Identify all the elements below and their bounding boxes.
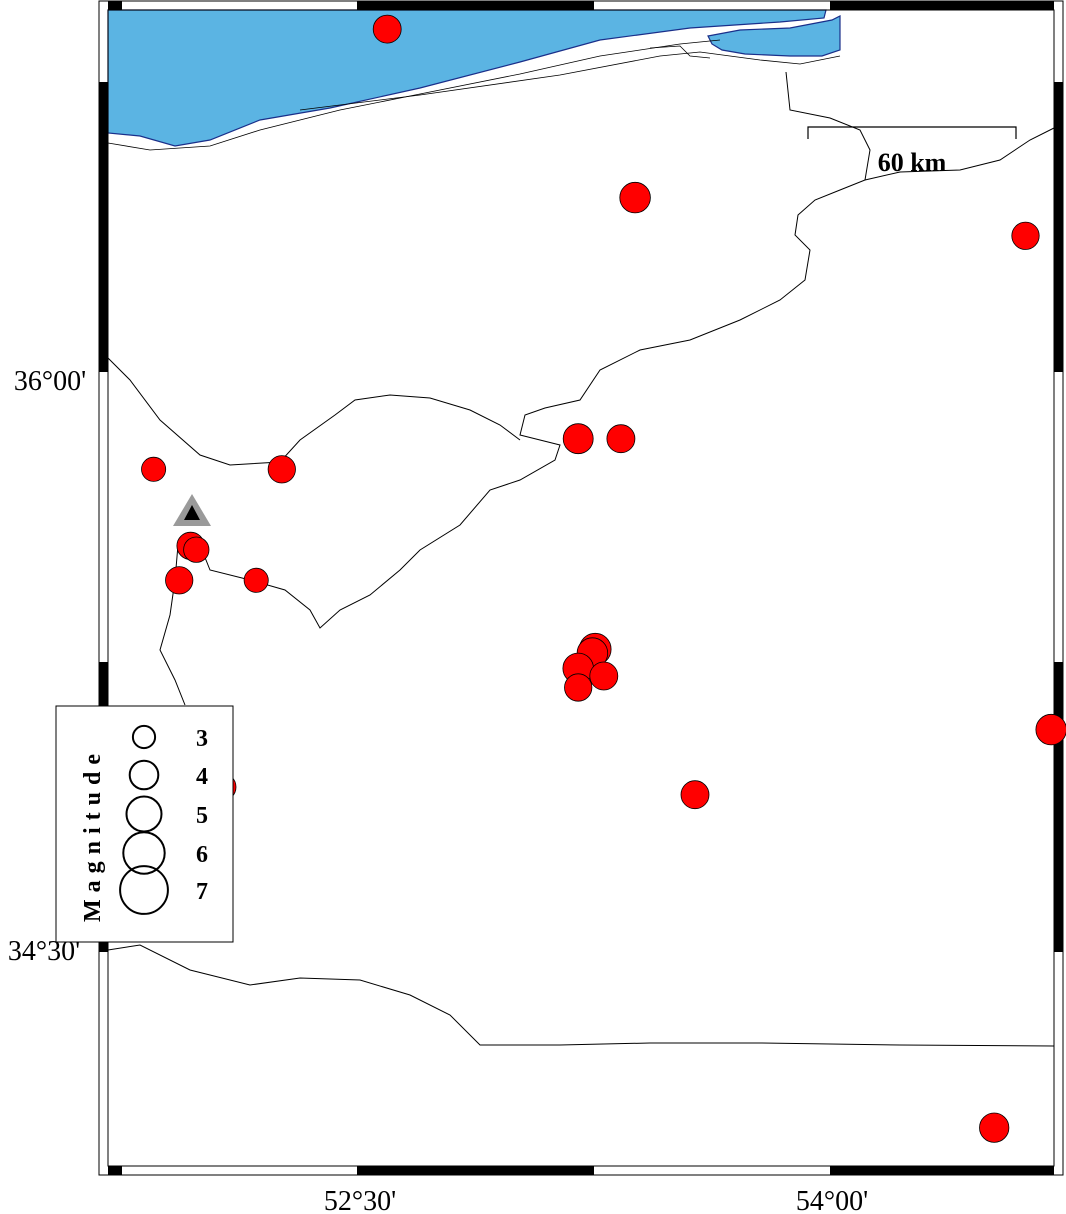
- legend-items: 3 4 5 6 7: [119, 724, 208, 915]
- scale-bar-label: 60 km: [878, 148, 947, 177]
- earthquake-event: [1035, 713, 1066, 746]
- earthquake-event: [165, 566, 194, 595]
- earthquake-event: [619, 181, 651, 214]
- legend-box: [55, 705, 234, 943]
- legend-label: 3: [196, 726, 208, 752]
- lon-label-52-30: 52°30': [324, 1186, 396, 1214]
- coastline-lines: [107, 39, 841, 151]
- legend-title: Magnitude: [80, 747, 106, 922]
- station-triangle: [184, 505, 200, 520]
- legend-label: 7: [196, 879, 208, 905]
- earthquake-event: [243, 567, 269, 593]
- gorgan-bay: [707, 15, 841, 57]
- earthquake-event: [1011, 221, 1040, 250]
- station-layer: [173, 494, 211, 526]
- earthquake-event: [372, 14, 402, 44]
- legend-circle: [119, 865, 169, 915]
- earthquake-event: [680, 780, 710, 810]
- caspian-sea: [107, 9, 827, 147]
- earthquake-event: [606, 424, 636, 454]
- legend-label: 6: [196, 842, 208, 868]
- lon-label-54-00: 54°00': [796, 1186, 868, 1214]
- lat-label-36-00: 36°00': [14, 366, 86, 397]
- legend-circle: [122, 831, 166, 875]
- earthquake-event: [589, 661, 619, 691]
- earthquake-event: [267, 455, 296, 484]
- scale-bar: 60 km: [807, 126, 1017, 177]
- earthquake-event: [141, 456, 167, 482]
- legend-label: 4: [196, 764, 208, 790]
- earthquake-event: [564, 673, 593, 702]
- legend-circle: [128, 759, 160, 791]
- magnitude-legend: Magnitude 3 4 5 6 7: [55, 705, 234, 943]
- events-layer: [141, 14, 1066, 1143]
- legend-label: 5: [196, 803, 208, 829]
- earthquake-event: [979, 1112, 1010, 1143]
- earthquake-event: [183, 536, 210, 563]
- earthquake-event: [562, 423, 594, 455]
- legend-circle: [131, 724, 157, 750]
